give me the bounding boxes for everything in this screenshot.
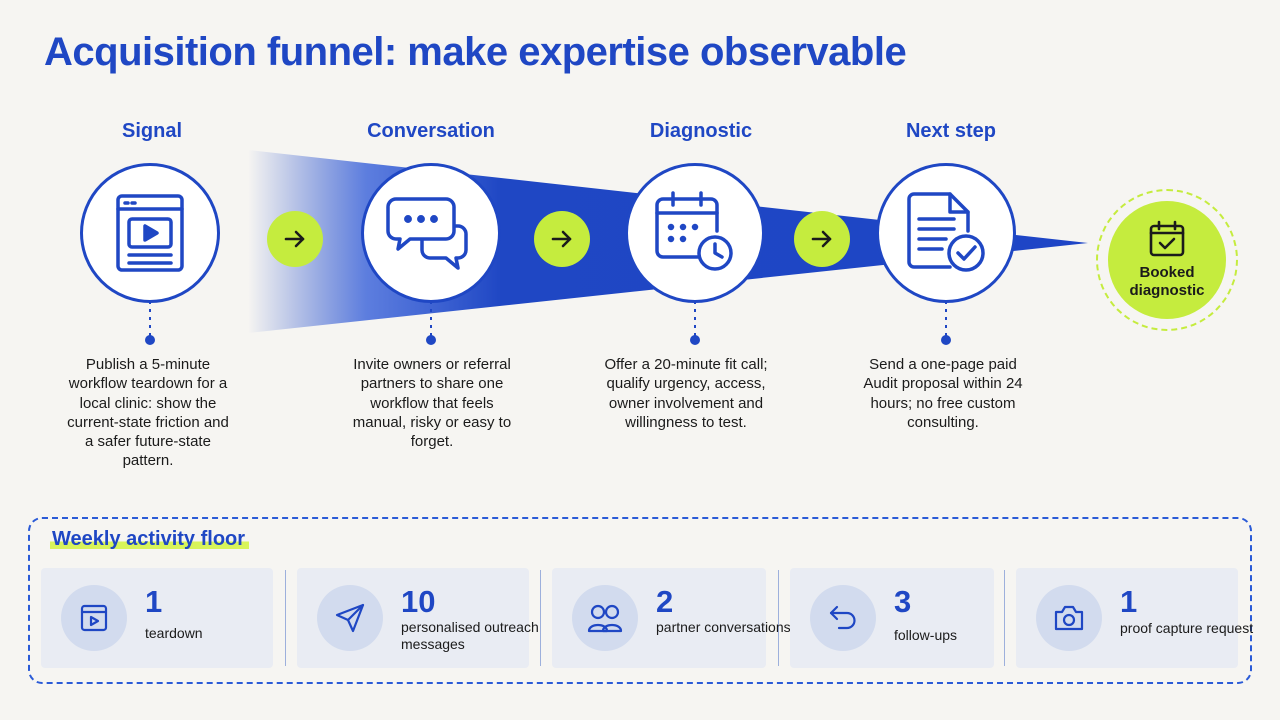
stage-title-conversation: Conversation (367, 120, 495, 142)
send-icon (335, 603, 365, 633)
activity-label: partner conversations (656, 619, 791, 635)
activity-label: proof capture request (1120, 620, 1254, 636)
activity-icon-circle (810, 585, 876, 651)
target-label: Booked diagnostic (1129, 264, 1205, 299)
calendar-clock-icon (655, 191, 733, 271)
calendar-check-icon (1149, 220, 1185, 257)
next-stage-arrow-button[interactable] (794, 211, 850, 267)
stage-next-step-circle (876, 163, 1016, 303)
activity-card-follow-ups: 3 follow-ups (790, 568, 994, 668)
activity-count: 3 (894, 584, 912, 619)
chat-bubbles-icon (386, 197, 468, 270)
document-check-icon (907, 192, 985, 272)
activity-icon-circle (572, 585, 638, 651)
activity-card-outreach: 10 personalised outreach messages (297, 568, 539, 668)
divider (1004, 570, 1005, 666)
activity-card-teardown: 1 teardown (41, 568, 273, 668)
activity-icon-circle (317, 585, 383, 651)
return-arrow-icon (829, 605, 856, 630)
people-icon (587, 604, 623, 633)
page-title: Acquisition funnel: make expertise obser… (44, 30, 907, 74)
camera-icon (1054, 605, 1084, 631)
stage-conversation-circle (361, 163, 501, 303)
next-stage-arrow-button[interactable] (267, 211, 323, 267)
stage-diagnostic-circle (625, 163, 765, 303)
activity-card-proof-capture: 1 proof capture request (1016, 568, 1253, 668)
stage-title-signal: Signal (121, 120, 182, 142)
activity-count: 1 (145, 584, 163, 619)
stage-description-conversation: Invite owners or referral partners to sh… (352, 356, 512, 451)
booked-diagnostic-target: Booked diagnostic (1096, 189, 1238, 331)
arrow-right-icon (551, 230, 572, 248)
next-stage-arrow-button[interactable] (534, 211, 590, 267)
video-page-icon (80, 604, 108, 632)
activity-icon-circle (1036, 585, 1102, 651)
stage-description-next-step: Send a one-page paid Audit proposal with… (863, 356, 1023, 431)
activity-label: personalised outreach messages (401, 619, 539, 652)
stage-description-diagnostic: Offer a 20-minute fit call; qualify urge… (604, 356, 768, 431)
stage-title-next-step: Next step (905, 120, 997, 142)
stage-signal-circle (80, 163, 220, 303)
activity-icon-circle (61, 585, 127, 651)
activity-label: follow-ups (894, 627, 958, 643)
divider (778, 570, 779, 666)
divider (540, 570, 541, 666)
stage-title-diagnostic: Diagnostic (649, 120, 753, 142)
stage-description-signal: Publish a 5-minute workflow teardown for… (67, 356, 229, 470)
activity-count: 2 (656, 584, 674, 619)
activity-count: 10 (401, 584, 436, 619)
arrow-right-icon (284, 230, 305, 248)
video-page-icon (116, 194, 184, 272)
activity-count: 1 (1120, 584, 1138, 619)
activity-card-partner: 2 partner conversations (552, 568, 791, 668)
activity-label: teardown (145, 625, 203, 641)
weekly-activity-panel (28, 517, 1252, 684)
arrow-right-icon (811, 230, 832, 248)
divider (285, 570, 286, 666)
weekly-title: Weekly activity floor (50, 528, 250, 551)
